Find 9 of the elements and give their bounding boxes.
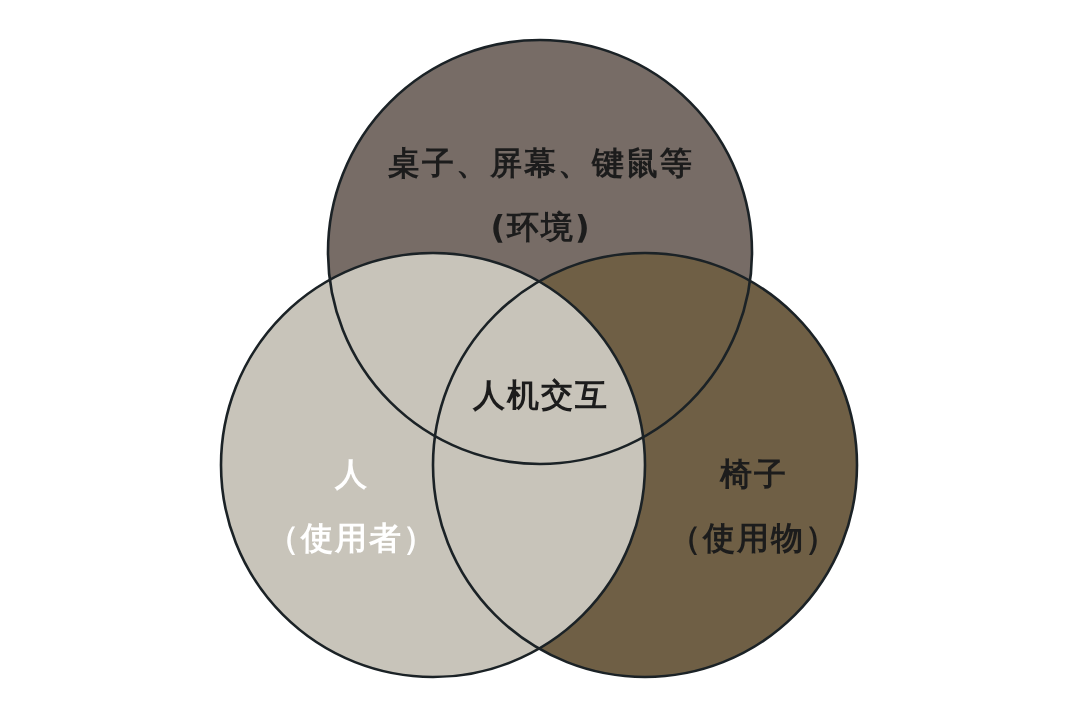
venn-circle	[219, 251, 647, 679]
intersection-label: 人机交互	[471, 375, 609, 415]
circle-subtitle: （使用物）	[668, 518, 839, 558]
circle-subtitle: (环境)	[489, 207, 592, 247]
circle-subtitle: （使用者）	[266, 518, 437, 558]
circle-title: 椅子	[718, 454, 788, 494]
circle-title: 人	[333, 454, 369, 494]
circle-title: 桌子、屏幕、键鼠等	[387, 143, 694, 183]
venn-circle	[431, 251, 859, 679]
